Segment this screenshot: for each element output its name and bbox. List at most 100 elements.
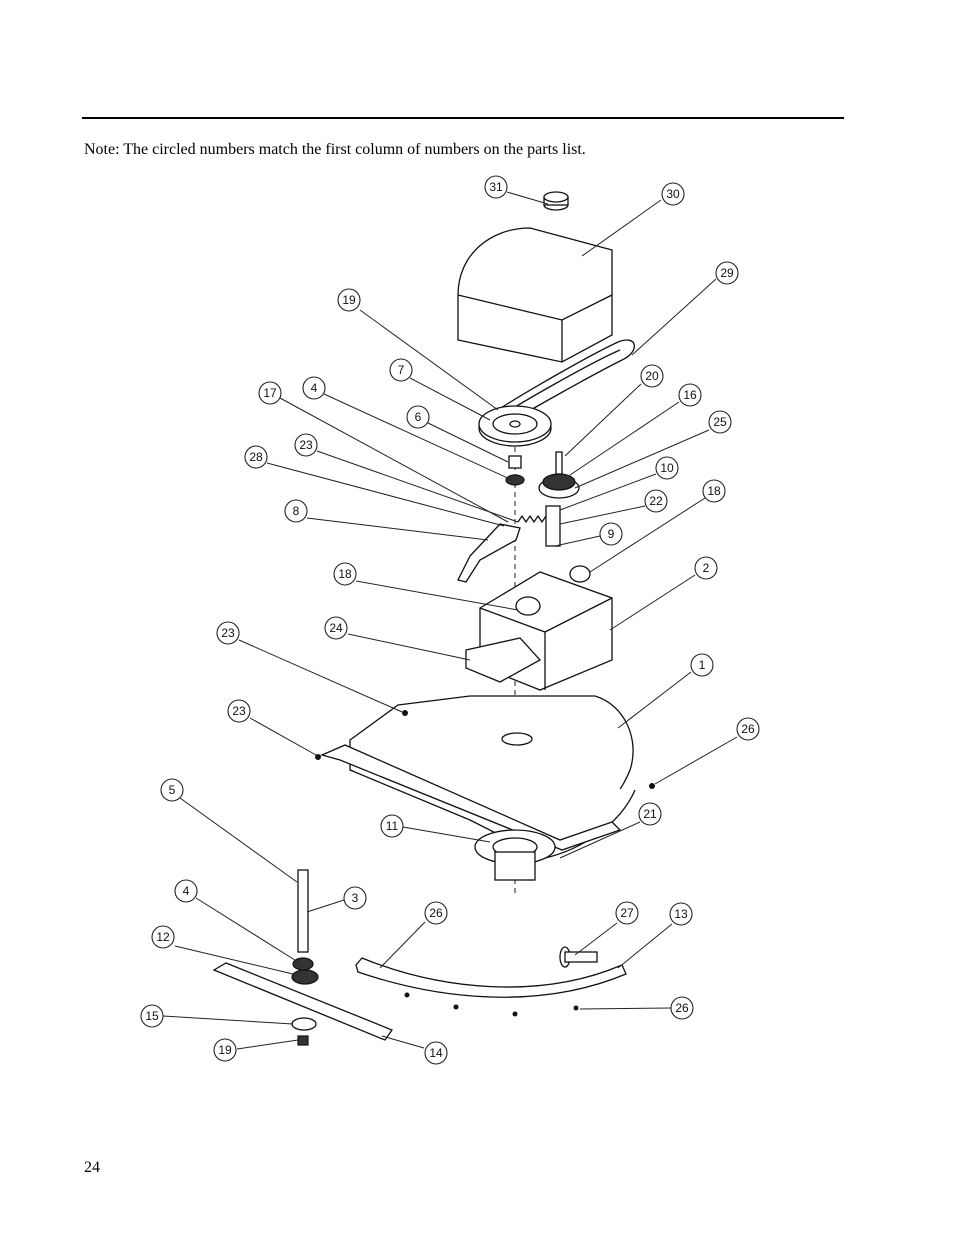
callout-24: 24 [324, 616, 348, 640]
svg-text:29: 29 [720, 266, 734, 280]
callout-1: 1 [690, 653, 714, 677]
callout-22: 22 [644, 489, 668, 513]
svg-text:3: 3 [352, 891, 359, 905]
callout-23: 23 [216, 621, 240, 645]
svg-text:23: 23 [232, 704, 246, 718]
svg-text:1: 1 [699, 658, 706, 672]
callout-18: 18 [702, 479, 726, 503]
svg-text:23: 23 [221, 626, 235, 640]
guard-rail-part [320, 744, 622, 851]
lower-bearing-part [292, 957, 314, 971]
fastener-dots [315, 710, 655, 1017]
callout-25: 25 [708, 410, 732, 434]
svg-text:9: 9 [608, 527, 615, 541]
callout-30: 30 [661, 182, 685, 206]
callout-14: 14 [424, 1041, 448, 1065]
callout-18: 18 [333, 562, 357, 586]
svg-text:11: 11 [386, 819, 399, 833]
svg-text:23: 23 [299, 438, 313, 452]
pulley-part [478, 405, 552, 447]
blade-nut-part [297, 1035, 309, 1046]
svg-text:25: 25 [713, 415, 727, 429]
svg-text:16: 16 [683, 388, 697, 402]
svg-text:20: 20 [645, 369, 659, 383]
lever-part [457, 523, 521, 583]
callout-26: 26 [736, 717, 760, 741]
svg-text:26: 26 [741, 722, 755, 736]
svg-text:7: 7 [398, 363, 405, 377]
baffle-strip-part [355, 957, 627, 998]
svg-text:19: 19 [218, 1043, 232, 1057]
callout-28: 28 [244, 445, 268, 469]
svg-text:15: 15 [145, 1009, 159, 1023]
svg-text:26: 26 [429, 906, 443, 920]
callout-29: 29 [715, 261, 739, 285]
callout-26: 26 [670, 996, 694, 1020]
callout-19: 19 [337, 288, 361, 312]
bearing-housing-part [291, 969, 319, 985]
page-number: 24 [84, 1159, 100, 1176]
callout-4: 4 [302, 376, 326, 400]
svg-text:30: 30 [666, 187, 680, 201]
callout-16: 16 [678, 383, 702, 407]
svg-text:18: 18 [707, 484, 721, 498]
callout-11: 11 [380, 814, 404, 838]
callout-21: 21 [638, 802, 662, 826]
shaft-part [297, 869, 309, 953]
callout-23: 23 [227, 699, 251, 723]
svg-text:4: 4 [311, 381, 318, 395]
svg-text:27: 27 [620, 906, 634, 920]
diagram-note: Note: The circled numbers match the firs… [84, 141, 586, 158]
callout-15: 15 [140, 1004, 164, 1028]
callout-2: 2 [694, 556, 718, 580]
callout-19: 19 [213, 1038, 237, 1062]
spacer-part [508, 455, 522, 469]
svg-text:5: 5 [169, 783, 176, 797]
callout-27: 27 [615, 901, 639, 925]
callout-7: 7 [389, 358, 413, 382]
blade-part [212, 962, 394, 1041]
pin-part [559, 946, 598, 968]
callout-6: 6 [406, 405, 430, 429]
bearing-part [505, 474, 525, 486]
leader-lines [162, 191, 738, 1050]
svg-text:19: 19 [342, 293, 356, 307]
knob-part [543, 191, 569, 211]
svg-text:2: 2 [703, 561, 710, 575]
svg-text:18: 18 [338, 567, 352, 581]
callout-17: 17 [258, 381, 282, 405]
idler-pulley-part [538, 451, 580, 499]
svg-text:4: 4 [183, 884, 190, 898]
svg-text:26: 26 [675, 1001, 689, 1015]
svg-text:22: 22 [649, 494, 663, 508]
svg-text:21: 21 [643, 807, 657, 821]
callout-20: 20 [640, 364, 664, 388]
belt-cover-part [457, 227, 613, 363]
svg-text:17: 17 [263, 386, 277, 400]
svg-text:13: 13 [674, 907, 688, 921]
tensioner-assembly-part [517, 505, 561, 547]
bracket-part [465, 637, 542, 683]
callout-8: 8 [284, 499, 308, 523]
callout-23: 23 [294, 433, 318, 457]
svg-text:28: 28 [249, 450, 263, 464]
blade-washer-part [291, 1017, 317, 1031]
svg-text:6: 6 [415, 410, 422, 424]
callout-10: 10 [655, 456, 679, 480]
svg-text:10: 10 [660, 461, 674, 475]
svg-text:14: 14 [429, 1046, 443, 1060]
svg-text:31: 31 [489, 180, 503, 194]
callout-26: 26 [424, 901, 448, 925]
svg-text:8: 8 [293, 504, 300, 518]
svg-text:24: 24 [329, 621, 343, 635]
callout-13: 13 [669, 902, 693, 926]
header-rule [82, 117, 844, 119]
svg-text:12: 12 [156, 930, 170, 944]
callout-12: 12 [151, 925, 175, 949]
callout-3: 3 [343, 886, 367, 910]
flange-part [474, 829, 556, 881]
callout-4: 4 [174, 879, 198, 903]
callout-9: 9 [599, 522, 623, 546]
callout-31: 31 [484, 175, 508, 199]
